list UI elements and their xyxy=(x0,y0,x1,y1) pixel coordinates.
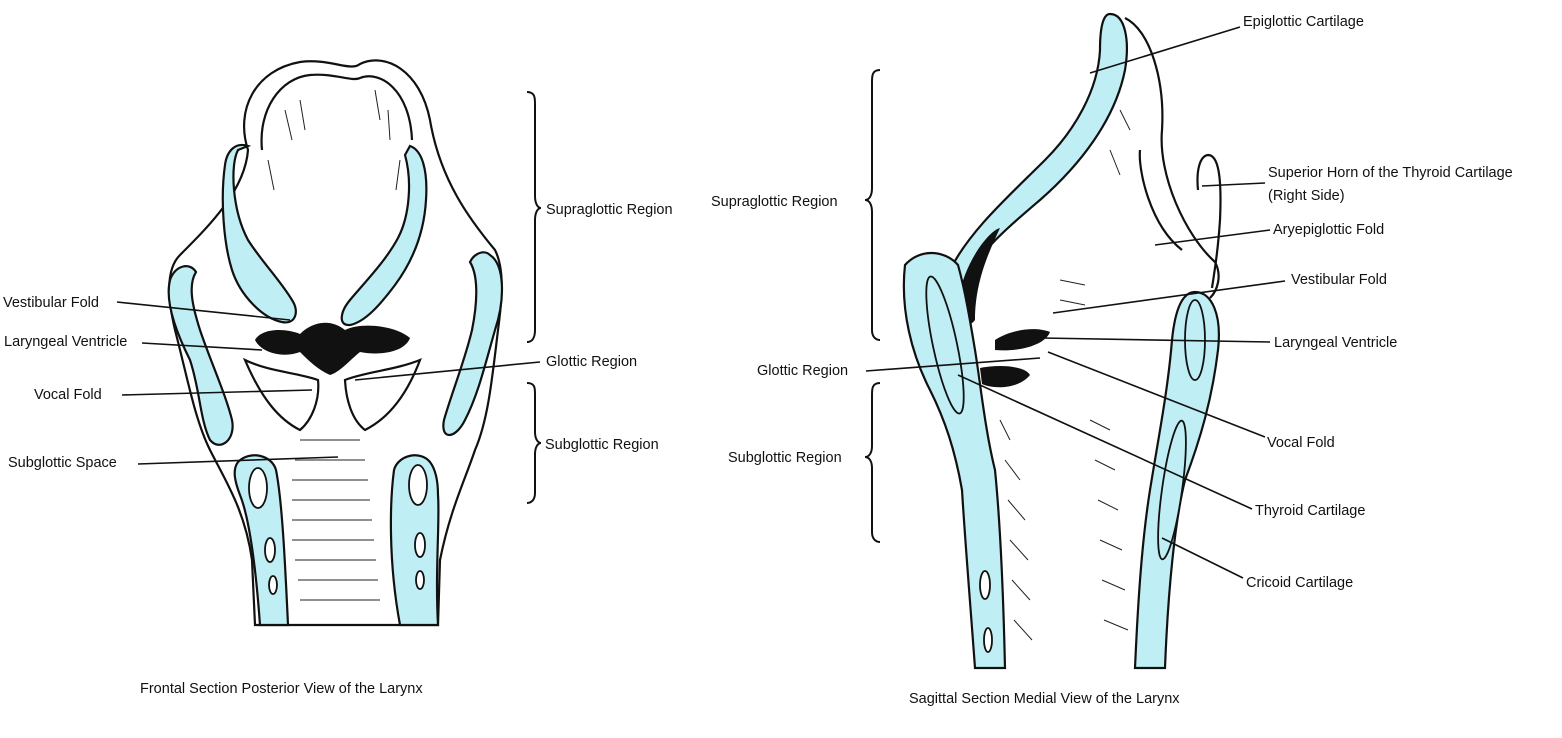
frontal-right-ring-3 xyxy=(415,570,425,590)
leader-sagittal-vocal-fold xyxy=(1047,351,1266,438)
label-frontal-laryngeal-ventricle: Laryngeal Ventricle xyxy=(4,334,127,350)
label-sagittal-aryepiglottic-fold: Aryepiglottic Fold xyxy=(1273,222,1384,238)
leader-sagittal-epiglottic-cartilage xyxy=(1089,26,1241,74)
frontal-left-wall xyxy=(167,265,234,446)
leader-frontal-glottic-region xyxy=(354,361,541,381)
label-frontal-vocal-fold: Vocal Fold xyxy=(34,387,102,403)
leader-frontal-vocal-fold xyxy=(121,389,313,396)
sagittal-anterior-ring-1 xyxy=(979,570,991,600)
frontal-hatching xyxy=(267,89,401,601)
label-sagittal-thyroid-cartilage: Thyroid Cartilage xyxy=(1255,503,1365,519)
frontal-subglottic-brace xyxy=(526,382,542,504)
frontal-right-cartilage xyxy=(340,144,428,327)
label-frontal-subglottic-region: Subglottic Region xyxy=(545,437,659,453)
sagittal-ventricle-dark xyxy=(995,329,1050,351)
frontal-left-vocal-fold xyxy=(242,357,320,432)
sagittal-subglottic-brace xyxy=(864,382,881,543)
label-sagittal-supraglottic-region: Supraglottic Region xyxy=(711,194,838,210)
label-frontal-vestibular-fold: Vestibular Fold xyxy=(3,295,99,311)
leader-sagittal-laryngeal-ventricle xyxy=(1041,337,1271,343)
sagittal-outer-outline xyxy=(1124,17,1220,299)
leader-sagittal-aryepiglottic-fold xyxy=(1154,229,1271,246)
leader-sagittal-glottic-region xyxy=(865,357,1041,372)
sagittal-lumen-dark xyxy=(958,228,1000,324)
sagittal-thyroid-cartilage xyxy=(902,251,1007,670)
label-sagittal-laryngeal-ventricle: Laryngeal Ventricle xyxy=(1274,335,1397,351)
sagittal-anterior-ring-2 xyxy=(983,627,993,653)
label-sagittal-glottic-region: Glottic Region xyxy=(757,363,848,379)
frontal-supraglottic-brace xyxy=(526,91,542,343)
label-sagittal-subglottic-region: Subglottic Region xyxy=(728,450,842,466)
frontal-outer-outline xyxy=(168,59,503,627)
leader-frontal-vestibular-fold xyxy=(116,301,291,321)
label-frontal-subglottic-space: Subglottic Space xyxy=(8,455,117,471)
sagittal-cricoid-lower xyxy=(1157,419,1187,561)
sagittal-hatching xyxy=(999,109,1131,641)
label-frontal-glottic-region: Glottic Region xyxy=(546,354,637,370)
caption-sagittal: Sagittal Section Medial View of the Lary… xyxy=(909,691,1180,707)
label-sagittal-superior-horn-2: (Right Side) xyxy=(1268,188,1345,204)
frontal-left-ring-3 xyxy=(268,575,278,595)
leader-sagittal-thyroid-cartilage xyxy=(957,374,1253,510)
frontal-lumen-top xyxy=(260,73,414,151)
leader-sagittal-cricoid-cartilage xyxy=(1161,537,1244,579)
label-sagittal-epiglottic-cartilage: Epiglottic Cartilage xyxy=(1243,14,1364,30)
frontal-section-figure xyxy=(167,59,503,627)
frontal-left-cartilage xyxy=(221,143,297,324)
label-sagittal-vestibular-fold: Vestibular Fold xyxy=(1291,272,1387,288)
sagittal-thyroid-inner xyxy=(925,275,965,415)
sagittal-superior-horn xyxy=(1196,153,1222,289)
label-sagittal-vocal-fold: Vocal Fold xyxy=(1267,435,1335,451)
frontal-right-ring-1 xyxy=(408,464,428,506)
label-sagittal-cricoid-cartilage: Cricoid Cartilage xyxy=(1246,575,1353,591)
leader-frontal-subglottic-space xyxy=(137,456,339,465)
sagittal-supraglottic-brace xyxy=(864,69,881,341)
frontal-right-vocal-fold xyxy=(343,358,422,432)
sagittal-glottis-dark xyxy=(980,366,1030,388)
leader-sagittal-vestibular-fold xyxy=(1052,280,1286,314)
frontal-ventricle-dark xyxy=(255,322,410,375)
sagittal-section-figure xyxy=(902,12,1222,670)
frontal-left-ring-1 xyxy=(248,467,268,509)
label-sagittal-superior-horn-1: Superior Horn of the Thyroid Cartilage xyxy=(1268,165,1513,181)
frontal-right-wall xyxy=(442,251,503,437)
caption-frontal: Frontal Section Posterior View of the La… xyxy=(140,681,423,697)
frontal-left-ring-2 xyxy=(264,537,276,563)
leader-frontal-laryngeal-ventricle xyxy=(141,342,263,351)
leader-sagittal-superior-horn xyxy=(1201,182,1266,187)
frontal-right-ring-2 xyxy=(414,532,426,558)
label-frontal-supraglottic-region: Supraglottic Region xyxy=(546,202,673,218)
